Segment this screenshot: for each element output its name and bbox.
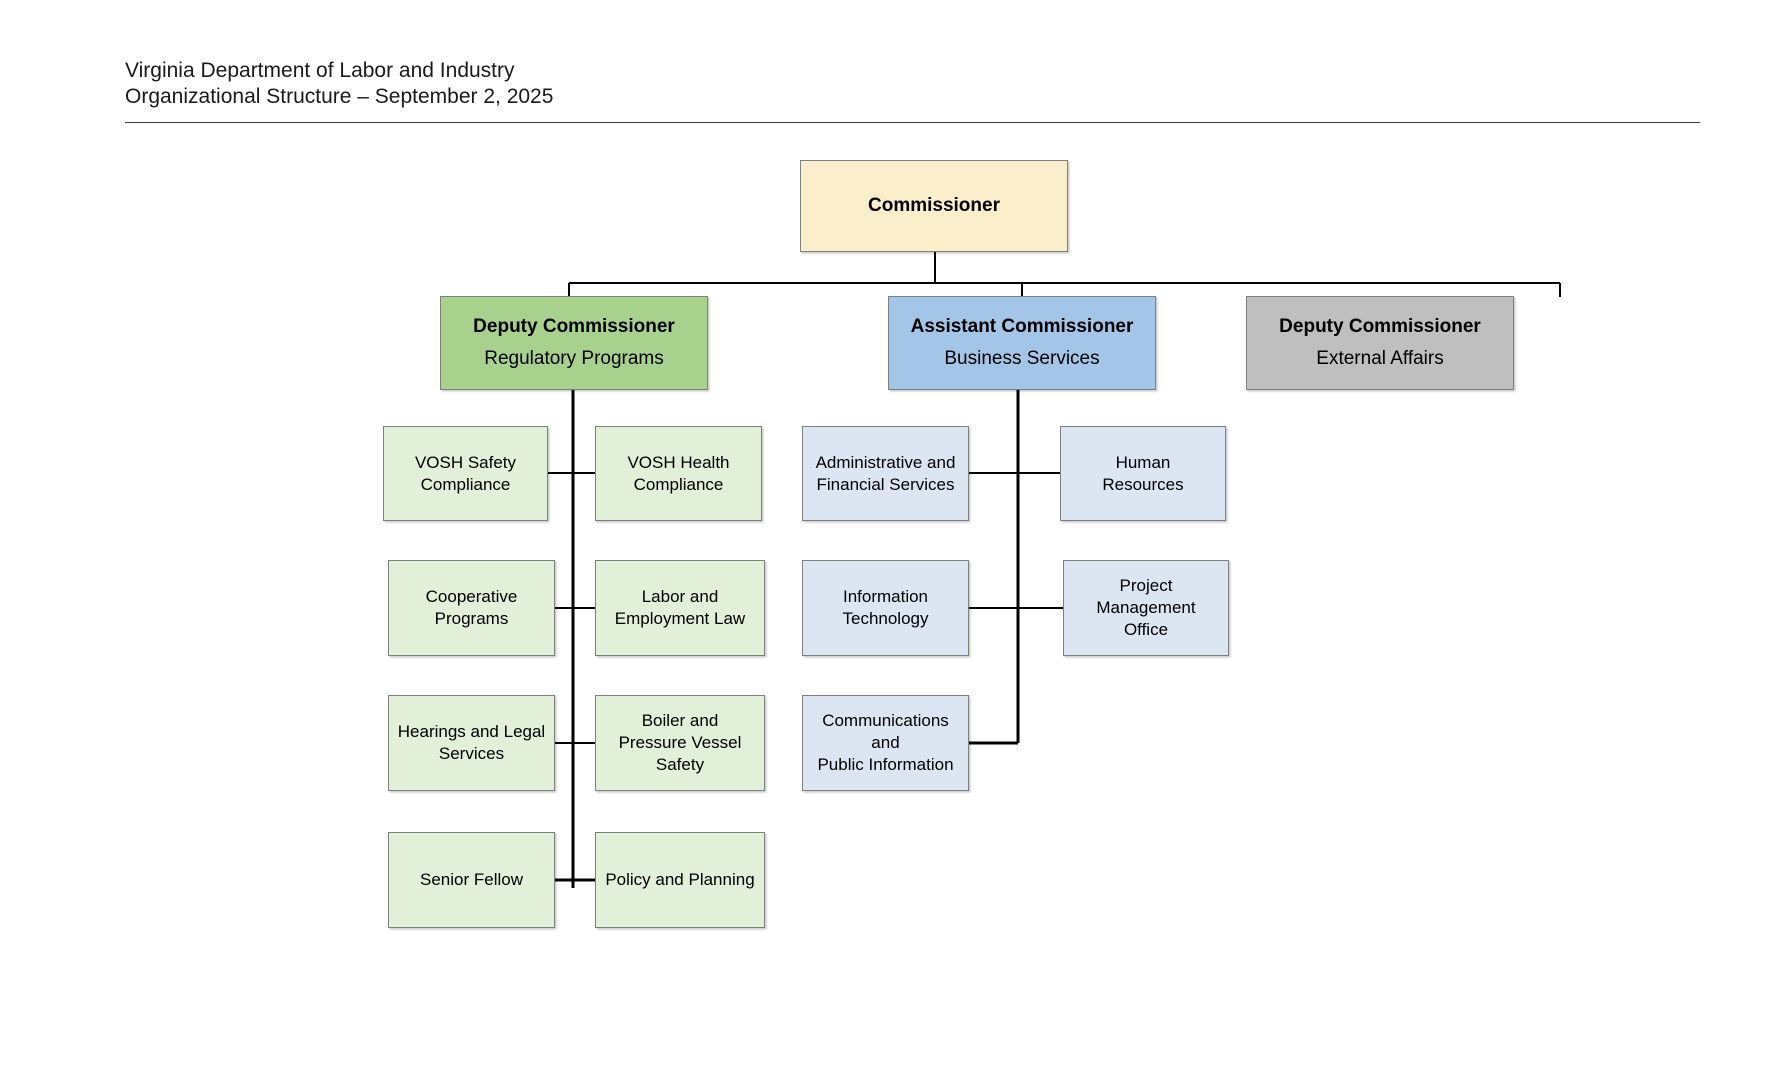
node-external-title: Deputy Commissioner — [1279, 316, 1481, 337]
node-vosh-safety-compliance-label: VOSH Safety Compliance — [414, 452, 517, 494]
header-divider — [125, 122, 1700, 123]
node-business-title: Assistant Commissioner — [910, 316, 1134, 337]
node-administrative-and-financial-services-label: Administrative and Financial Services — [815, 452, 956, 494]
node-human-resources-label: Human Resources — [1102, 452, 1184, 494]
node-senior-fellow-label: Senior Fellow — [420, 870, 523, 889]
node-policy-and-planning[interactable]: Policy and Planning — [595, 832, 765, 928]
node-boiler-and-pressure-vessel-safety-label: Boiler and Pressure Vessel Safety — [618, 711, 742, 774]
node-commissioner-title: Commissioner — [868, 195, 1000, 216]
page-header: Virginia Department of Labor and Industr… — [125, 58, 1705, 110]
node-regulatory-title: Deputy Commissioner — [473, 316, 675, 337]
node-assistant-commissioner-business-services[interactable]: Assistant Commissioner Business Services — [888, 296, 1156, 390]
node-regulatory-subtitle: Regulatory Programs — [484, 348, 664, 369]
node-deputy-commissioner-external-affairs[interactable]: Deputy Commissioner External Affairs — [1246, 296, 1514, 390]
node-vosh-safety-compliance[interactable]: VOSH Safety Compliance — [383, 426, 548, 521]
node-cooperative-programs-label: Cooperative Programs — [425, 587, 518, 628]
node-human-resources[interactable]: Human Resources — [1060, 426, 1226, 521]
node-commissioner[interactable]: Commissioner — [800, 160, 1068, 252]
node-information-technology[interactable]: Information Technology — [802, 560, 969, 656]
node-external-subtitle: External Affairs — [1316, 348, 1444, 369]
node-senior-fellow[interactable]: Senior Fellow — [388, 832, 555, 928]
node-boiler-and-pressure-vessel-safety[interactable]: Boiler and Pressure Vessel Safety — [595, 695, 765, 791]
header-title-line-1: Virginia Department of Labor and Industr… — [125, 59, 515, 82]
node-cooperative-programs[interactable]: Cooperative Programs — [388, 560, 555, 656]
node-business-subtitle: Business Services — [944, 348, 1100, 369]
node-vosh-health-compliance[interactable]: VOSH Health Compliance — [595, 426, 762, 521]
node-communications-and-public-information-label: Communications and Public Information — [817, 711, 954, 774]
node-labor-and-employment-law[interactable]: Labor and Employment Law — [595, 560, 765, 656]
node-labor-and-employment-law-label: Labor and Employment Law — [614, 587, 746, 628]
node-deputy-commissioner-regulatory-programs[interactable]: Deputy Commissioner Regulatory Programs — [440, 296, 708, 390]
node-communications-and-public-information[interactable]: Communications and Public Information — [802, 695, 969, 791]
node-vosh-health-compliance-label: VOSH Health Compliance — [627, 452, 730, 494]
node-project-management-office-label: Project Management Office — [1096, 576, 1196, 639]
node-administrative-and-financial-services[interactable]: Administrative and Financial Services — [802, 426, 969, 521]
node-hearings-and-legal-services[interactable]: Hearings and Legal Services — [388, 695, 555, 791]
node-policy-and-planning-label: Policy and Planning — [605, 870, 755, 889]
node-information-technology-label: Information Technology — [842, 587, 929, 628]
header-title-line-2: Organizational Structure – September 2, … — [125, 85, 554, 108]
node-hearings-and-legal-services-label: Hearings and Legal Services — [397, 722, 546, 763]
node-project-management-office[interactable]: Project Management Office — [1063, 560, 1229, 656]
